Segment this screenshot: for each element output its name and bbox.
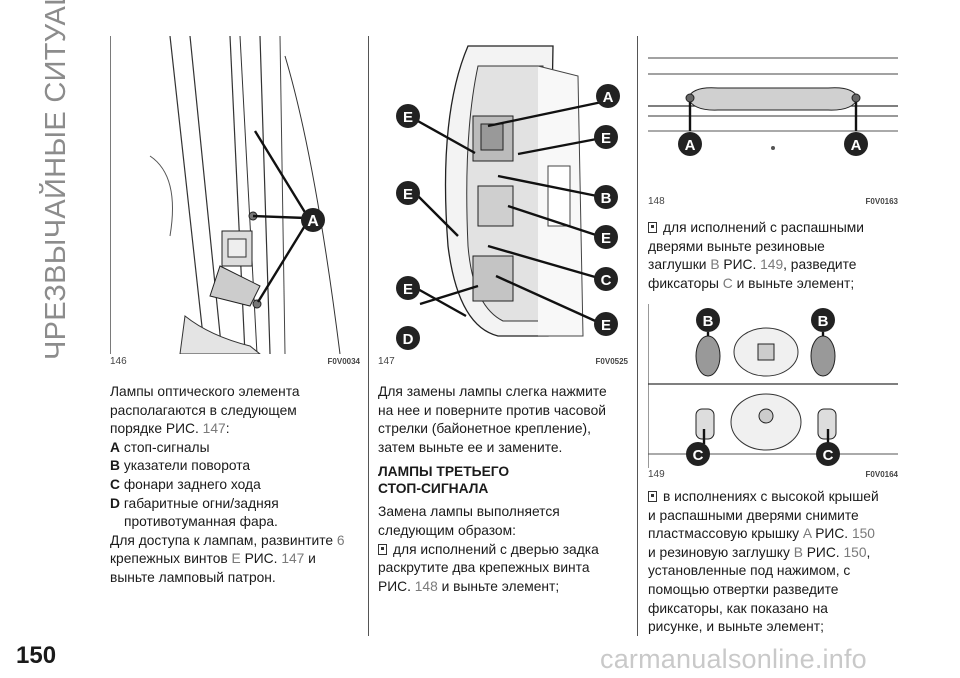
figure-number: 148: [648, 196, 665, 207]
access-line-2: крепежных винтов E РИС. 147 и: [110, 551, 316, 567]
figure-code: F0V0163: [865, 197, 898, 206]
bullet-icon: [378, 543, 387, 555]
access-line-1: Для доступа к лампам, развинтите 6: [110, 532, 345, 548]
svg-text:B: B: [818, 313, 829, 330]
bullet-3-line-5: установленные под нажимом, с: [648, 563, 851, 579]
svg-text:E: E: [403, 109, 413, 126]
figure-number: 146: [110, 356, 127, 367]
svg-text:E: E: [601, 130, 611, 147]
figure-code: F0V0034: [327, 357, 360, 366]
legend-item-d-cont: противотуманная фара.: [124, 514, 278, 530]
p1-line-3: стрелки (байонетное крепление),: [378, 421, 591, 437]
watermark: carmanualsonline.info: [600, 644, 867, 674]
svg-text:D: D: [403, 331, 414, 348]
bullet-3-line-6: помощью отвертки разведите: [648, 581, 839, 597]
bullet-1-line-3: РИС. 148 и выньте элемент;: [378, 578, 560, 594]
figure-number: 149: [648, 469, 665, 480]
bullet-3-line-3: пластмассовую крышку A РИС. 150: [648, 526, 875, 542]
figure-code: F0V0525: [595, 357, 628, 366]
intro-line-3: порядке РИС. 147:: [110, 421, 230, 437]
figure-148-illustration: A A: [648, 36, 898, 196]
svg-text:C: C: [601, 272, 612, 289]
bullet-3-line-8: рисунке, и выньте элемент;: [648, 619, 824, 635]
section-heading: ЛАМПЫ ТРЕТЬЕГО СТОП-СИГНАЛА: [378, 464, 510, 497]
bullet-1-line-1: для исполнений с дверью задка: [378, 541, 633, 560]
column-3-text-lower: в исполнениях с высокой крышей и распашн…: [648, 488, 906, 637]
svg-text:C: C: [823, 447, 834, 464]
svg-text:C: C: [693, 447, 704, 464]
access-line-3: выньте ламповый патрон.: [110, 569, 276, 585]
bullet-icon: [648, 491, 657, 502]
svg-text:E: E: [403, 186, 413, 203]
section-title-vertical: ЧРЕЗВЫЧАЙНЫЕ СИТУАЦИИ: [40, 0, 72, 360]
svg-text:A: A: [603, 89, 614, 106]
column-divider-1: [368, 36, 369, 636]
svg-text:B: B: [703, 313, 714, 330]
column-divider-2: [637, 36, 638, 636]
bullet-2-line-4: фиксаторы C и выньте элемент;: [648, 275, 855, 291]
svg-text:A: A: [307, 213, 319, 230]
legend-item-c: C фонари заднего хода: [110, 476, 261, 492]
svg-text:A: A: [685, 137, 696, 154]
figure-number: 147: [378, 356, 395, 367]
p2-line-2: следующим образом:: [378, 522, 516, 538]
svg-text:E: E: [601, 317, 611, 334]
figure-149-illustration: B B C C: [648, 304, 898, 468]
svg-text:E: E: [601, 230, 611, 247]
bullet-2-line-1: для исполнений с распашными: [648, 219, 906, 238]
figure-149: B B C C 149 F0V0164: [648, 304, 898, 480]
intro-line-1: Лампы оптического элемента: [110, 384, 300, 399]
figure-146-illustration: A: [110, 36, 360, 354]
legend-item-b: B указатели поворота: [110, 458, 251, 474]
figure-146: A 146 F0V0034: [110, 36, 360, 367]
bullet-3-line-4: и резиновую заглушку B РИС. 150,: [648, 544, 871, 560]
svg-text:B: B: [601, 190, 612, 207]
p1-line-4: затем выньте ее и замените.: [378, 439, 563, 455]
svg-text:E: E: [403, 281, 413, 298]
figure-148: A A 148 F0V0163: [648, 36, 898, 208]
bullet-2-line-2: дверями выньте резиновые: [648, 238, 825, 254]
figure-147-illustration: A E E E B E E C E D: [378, 36, 628, 354]
callout-a-circle: [301, 208, 325, 232]
figure-ref: 147: [202, 421, 226, 437]
bullet-1-line-2: раскрутите два крепежных винта: [378, 560, 590, 576]
p1-line-2: на нее и поверните против часовой: [378, 402, 606, 418]
figure-147: A E E E B E E C E D 147 F0V0525: [378, 36, 628, 367]
bullet-3-line-7: фиксаторы, как показано на: [648, 600, 828, 616]
p2-line-1: Замена лампы выполняется: [378, 504, 560, 520]
column-3-text-upper: для исполнений с распашными дверями вынь…: [648, 219, 906, 293]
intro-line-2: располагаются в следующем: [110, 402, 297, 418]
figure-code: F0V0164: [865, 470, 898, 479]
legend-item-a: A стоп-сигналы: [110, 439, 210, 455]
page-number: 150: [16, 642, 57, 669]
column-1-text: Лампы оптического элемента располагаются…: [110, 383, 362, 588]
legend-item-d: D габаритные огни/задняя: [110, 495, 279, 511]
bullet-icon: [648, 222, 657, 233]
svg-text:A: A: [851, 137, 862, 154]
bullet-3-line-2: и распашными дверями снимите: [648, 507, 859, 523]
bullet-2-line-3: заглушки B РИС. 149, разведите: [648, 257, 857, 273]
bullet-3-line-1: в исполнениях с высокой крышей: [648, 488, 906, 507]
p1-line-1: Для замены лампы слегка нажмите: [378, 384, 607, 399]
column-2-text: Для замены лампы слегка нажмите на нее и…: [378, 383, 633, 596]
